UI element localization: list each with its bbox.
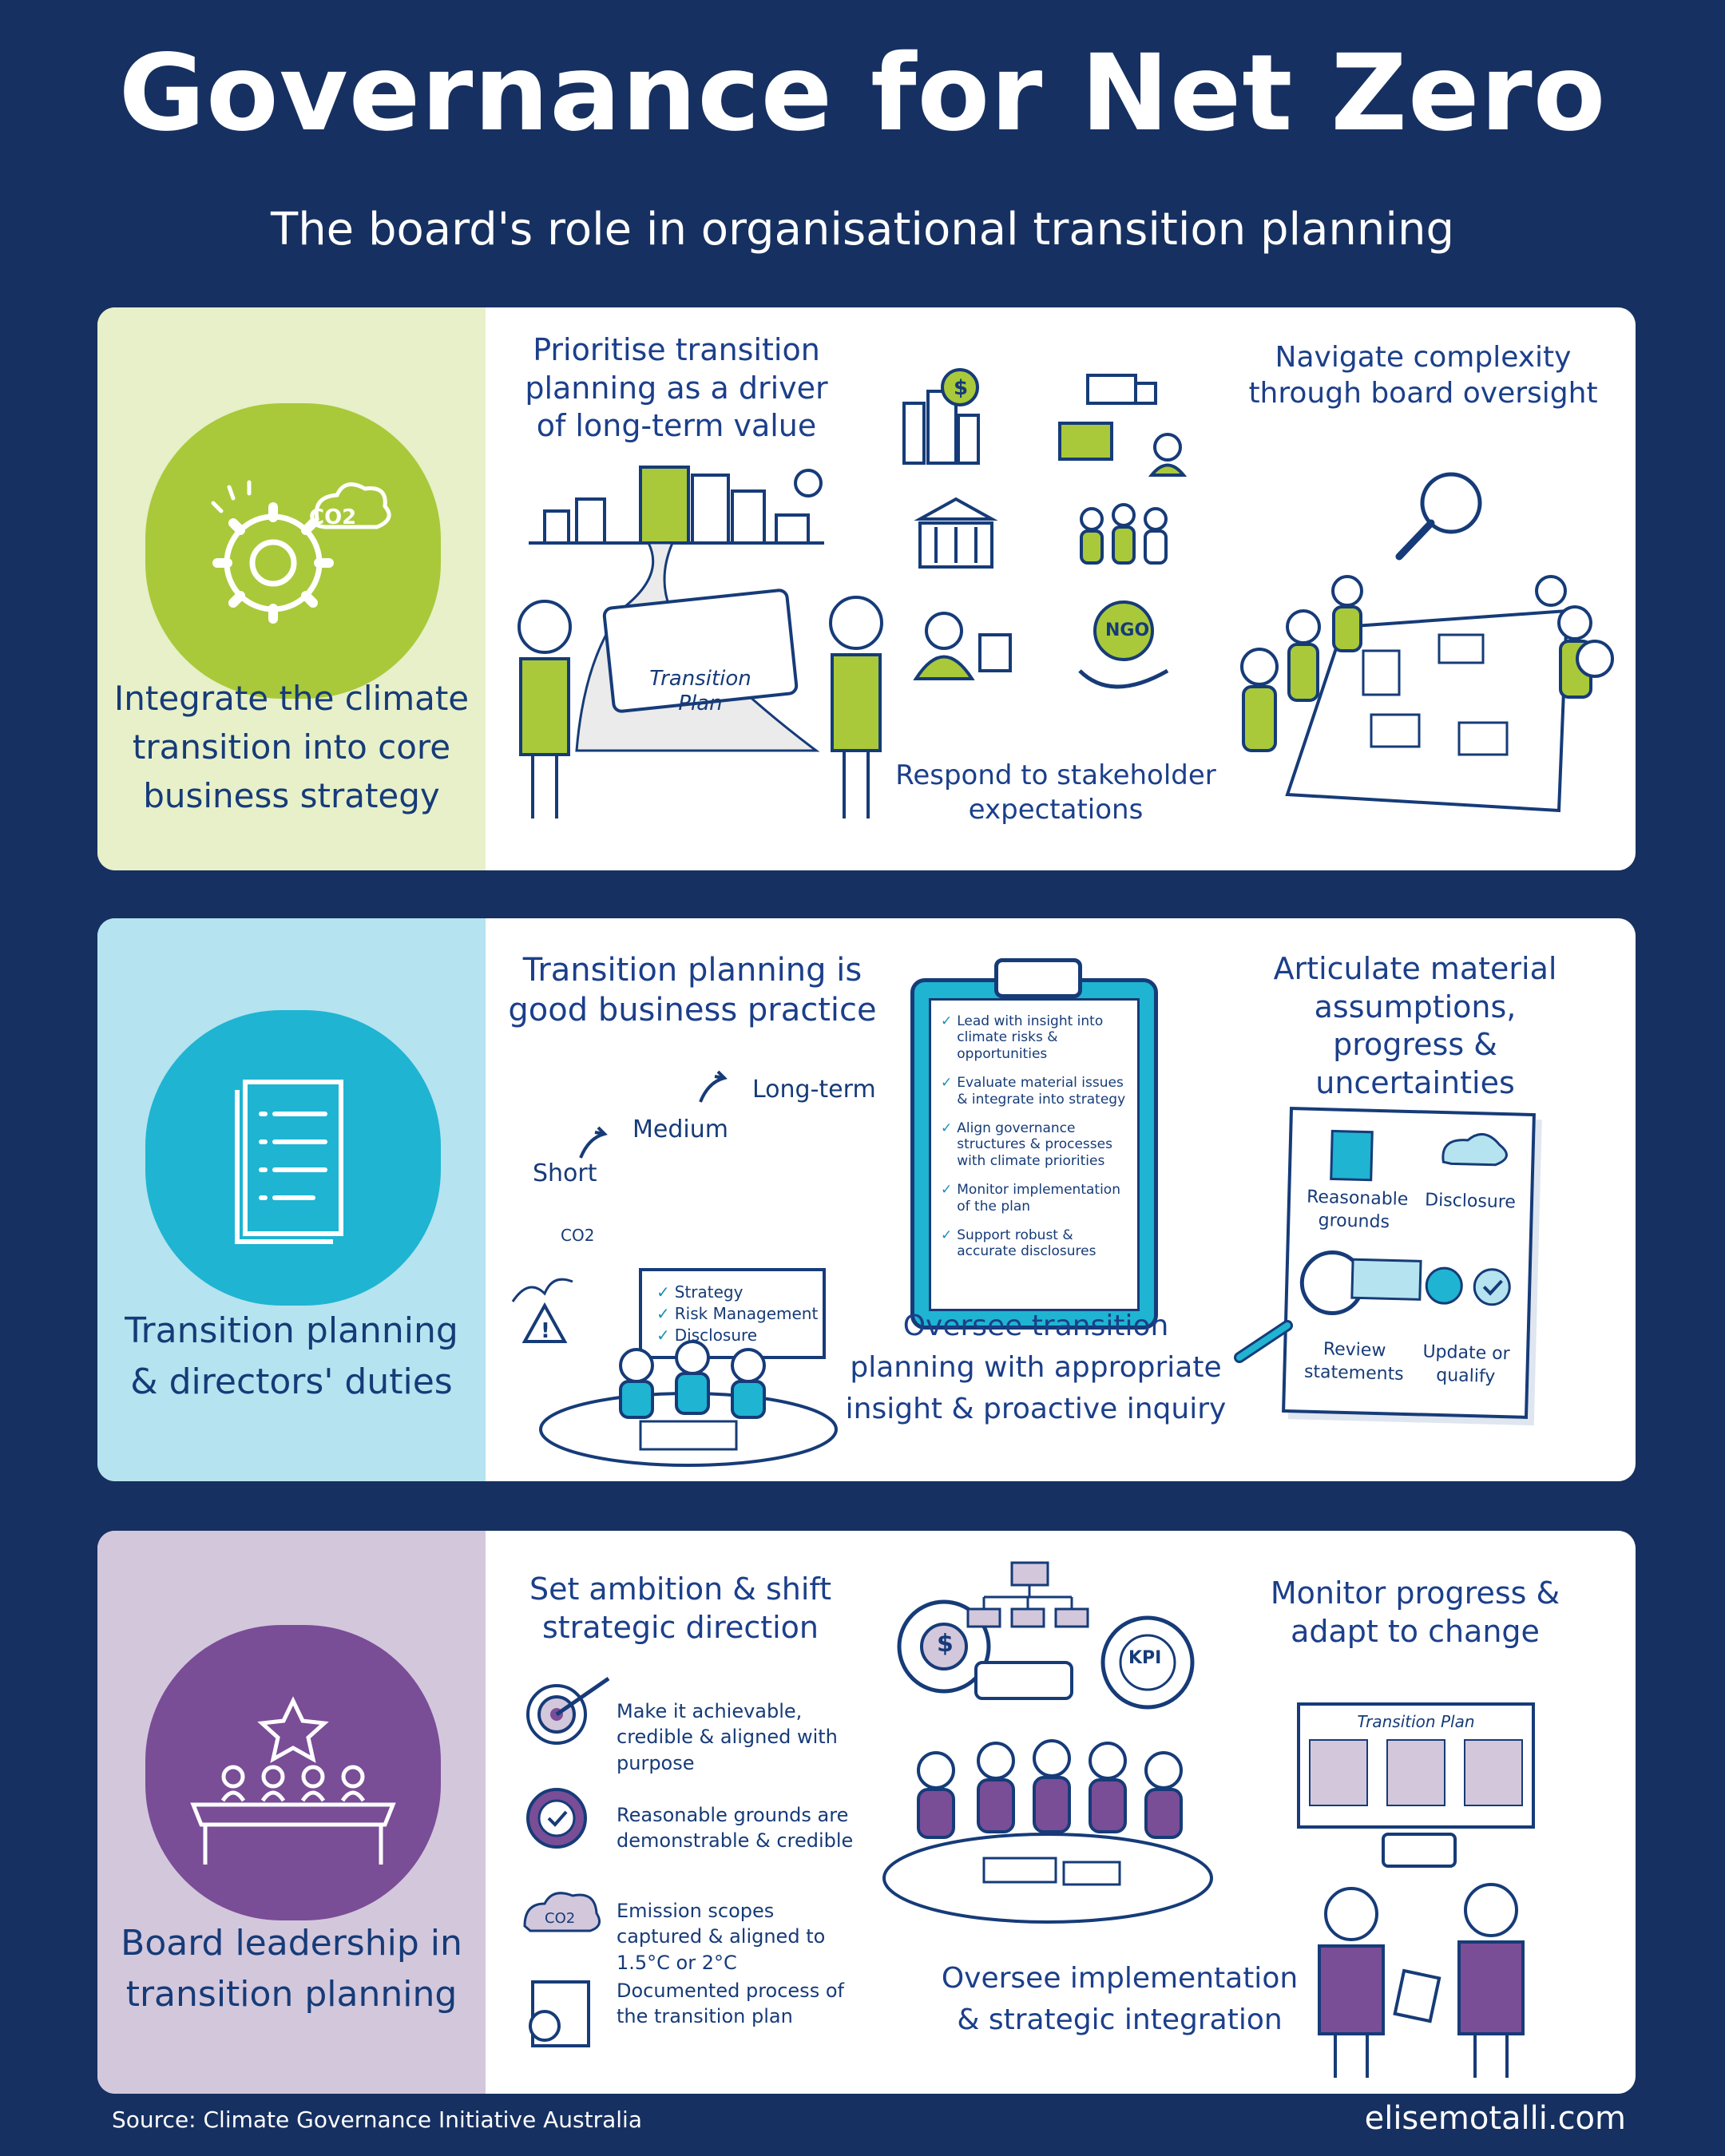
board-item: ✓Disclosure [656,1326,758,1345]
panel1-side-title: Integrate the climate transition into co… [113,679,470,815]
city-road-illustration [518,466,883,818]
timeline-short: Short [533,1159,597,1187]
board-table-illustration [1240,472,1614,813]
kpi-label: KPI [1128,1648,1162,1668]
leadership-item: Documented process of the transition pla… [617,1980,844,2028]
disclosure-document: Reasonable grounds Disclosure Review sta… [1282,1107,1536,1419]
board-star-icon [190,1696,396,1865]
panel2-side-title: Transition planning & directors' duties [125,1310,458,1402]
panel2-col2-caption: Oversee transition planning with appropr… [845,1310,1227,1426]
timeline-arrows [579,1070,728,1159]
leadership-item: Make it achievable, credible & aligned w… [617,1700,838,1774]
panel2-col3-heading: Articulate material assumptions, progres… [1273,951,1557,1100]
panel3-col3-heading: Monitor progress & adapt to change [1270,1575,1560,1649]
panel-directors-duties: Transition planning & directors' duties … [97,918,1636,1481]
oversight-illustration [882,1561,1213,1924]
leadership-item: Reasonable grounds are demonstrable & cr… [617,1804,854,1853]
panel3-co2-label: CO2 [545,1910,576,1927]
document-icons [1299,1129,1511,1316]
panel-board-leadership: Board leadership in transition planning … [97,1531,1636,2094]
panel2-side: Transition planning & directors' duties [97,918,486,1481]
stakeholder-icons: $ [902,368,1188,689]
transition-plan-board: Transition Plan [1297,1702,1535,1829]
panel3-side: Board leadership in transition planning [97,1531,486,2094]
panel2-col1-heading: Transition planning is good business pra… [508,952,877,1028]
panel3-icon-blob [145,1625,441,1920]
page-subtitle: The board's role in organisational trans… [270,204,1454,256]
panel3-col2-caption: Oversee implementation & strategic integ… [941,1962,1299,2037]
people-discussing-illustration [1318,1833,1525,2078]
magnifier-handle [1234,1320,1293,1363]
meeting-board-illustration: ! [511,1268,838,1467]
svg-text:!: ! [541,1319,550,1343]
checklist-sheet: ✓Lead with insight into climate risks & … [929,998,1140,1311]
leadership-item-icons [523,1676,610,2047]
checklist-clipboard: ✓Lead with insight into climate risks & … [910,958,1158,1330]
label-review-statements: Review statements [1303,1339,1405,1385]
leadership-item: Emission scopes captured & aligned to 1.… [617,1900,826,1974]
panel2-icon-blob [145,1010,441,1306]
footer-website-link[interactable]: elisemotalli.com [1364,2100,1626,2137]
transition-plan-label: Transition Plan [649,667,751,716]
panel1-col1-heading: Prioritise transition planning as a driv… [525,332,828,443]
board-items-list: ✓Strategy ✓Risk Management ✓Disclosure [656,1282,818,1346]
clipboard-clip [994,958,1082,998]
board-item: ✓Strategy [656,1282,744,1302]
checklist-item: ✓Align governance structures & processes… [941,1120,1112,1169]
timeline-long-term: Long-term [752,1076,876,1104]
panel-integrate-strategy: CO2 Integrate the climate transition int… [97,307,1636,870]
svg-text:$: $ [954,376,968,400]
panel1-icon-blob: CO2 [145,403,441,699]
dollar-symbol: $ [937,1630,954,1658]
ngo-label: NGO [1105,620,1150,640]
transition-plan-board-title: Transition Plan [1357,1712,1475,1731]
panel1-side: CO2 Integrate the climate transition int… [97,307,486,870]
document-icon [235,1080,343,1244]
checklist-item: ✓Lead with insight into climate risks & … [941,1013,1104,1062]
gear-co2-icon [211,480,391,624]
co2-label: CO2 [309,505,357,529]
checklist-item: ✓Monitor implementation of the plan [941,1182,1120,1215]
panel3-col1-heading: Set ambition & shift strategic direction [529,1571,832,1645]
checklist-item: ✓Evaluate material issues & integrate in… [941,1075,1126,1108]
panel1-col2-caption: Respond to stakeholder expectations [895,759,1216,826]
label-update-qualify: Update or qualify [1422,1342,1510,1387]
panel1-col3-heading: Navigate complexity through board oversi… [1248,341,1598,410]
page-title: Governance for Net Zero [118,32,1607,155]
timeline-medium: Medium [632,1116,728,1143]
board-item: ✓Risk Management [656,1304,819,1323]
footer-source: Source: Climate Governance Initiative Au… [112,2106,642,2133]
checklist-item: ✓Support robust & accurate disclosures [941,1227,1096,1260]
panel2-co2-label: CO2 [561,1226,595,1245]
label-disclosure: Disclosure [1424,1190,1517,1213]
panel3-side-title: Board leadership in transition planning [121,1923,462,2015]
label-reasonable-grounds: Reasonable grounds [1306,1187,1409,1232]
plan-columns [1300,1739,1532,1806]
